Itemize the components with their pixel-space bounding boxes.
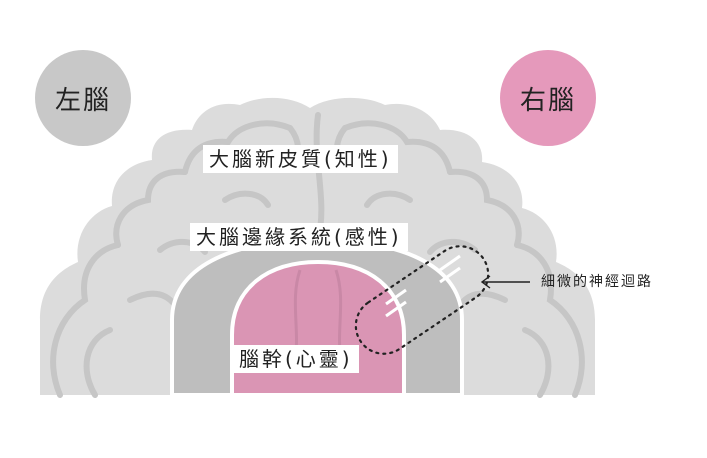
neural-circuit-label: 細微的神經迴路 bbox=[541, 274, 653, 290]
left-hemisphere-circle bbox=[35, 50, 131, 146]
cortex-label: 大腦新皮質(知性) bbox=[203, 145, 398, 173]
right-hemisphere-label: 右腦 bbox=[519, 85, 576, 116]
neural-circuit-capsule bbox=[354, 245, 490, 355]
brainstem-shape bbox=[230, 259, 406, 397]
brainstem-label: 腦幹(心靈) bbox=[233, 345, 359, 373]
left-hemisphere-label: 左腦 bbox=[54, 85, 111, 116]
right-hemisphere-circle bbox=[500, 50, 596, 146]
limbic-label: 大腦邊緣系統(感性) bbox=[190, 223, 408, 251]
annotation-arrow bbox=[480, 275, 530, 289]
